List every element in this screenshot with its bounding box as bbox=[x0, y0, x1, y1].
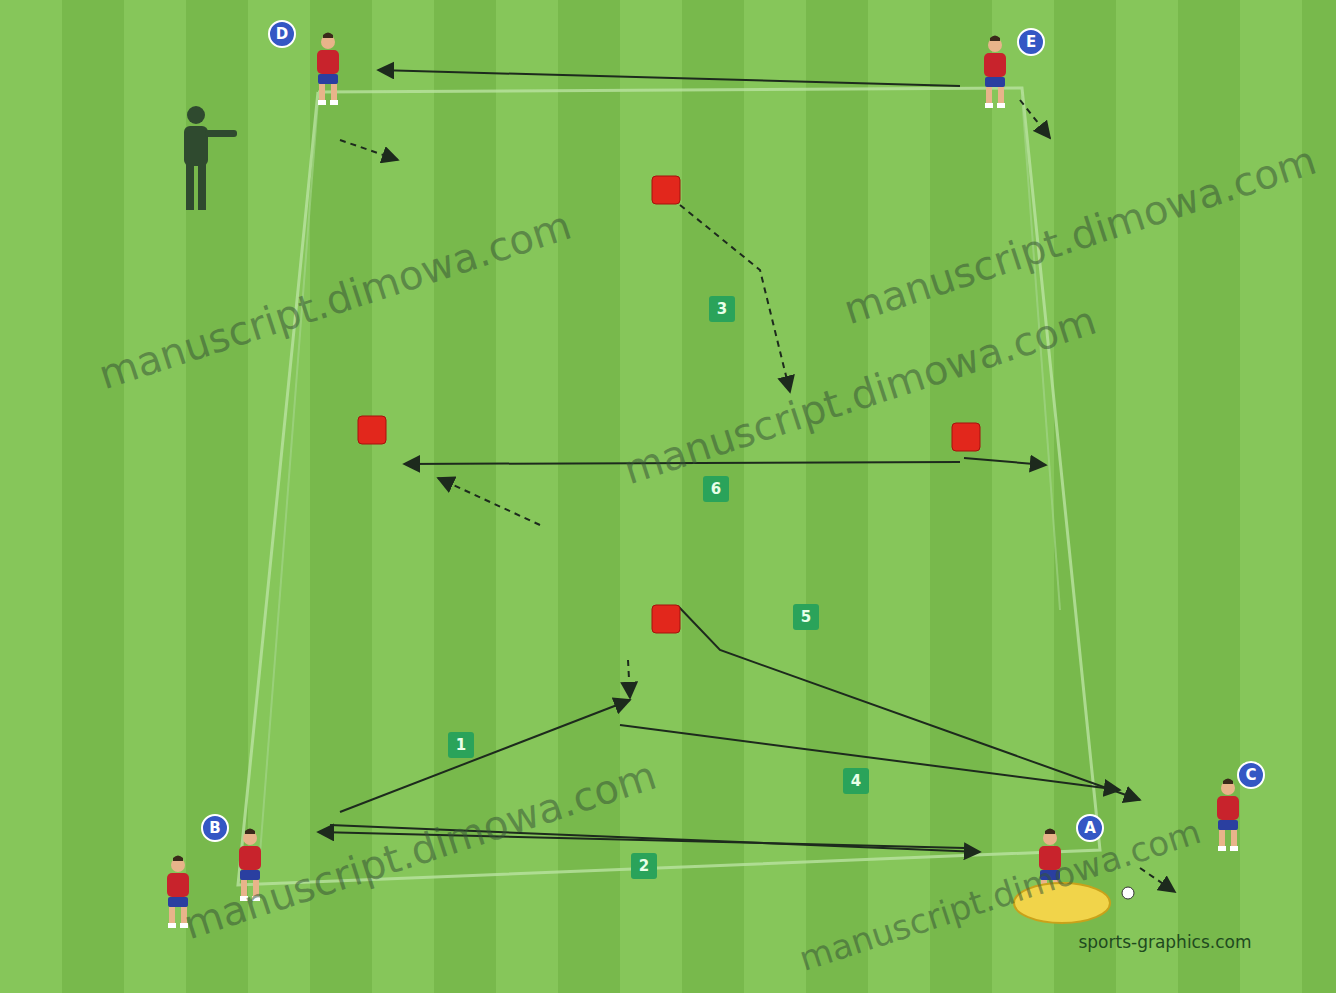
callout-number: 5 bbox=[793, 604, 819, 630]
callout-number: 1 bbox=[448, 732, 474, 758]
player-circle: D bbox=[268, 20, 296, 48]
watermark: manuscript.dimowa.com bbox=[93, 202, 577, 398]
player-letter: C bbox=[1245, 768, 1256, 783]
player-letter: B bbox=[209, 821, 220, 836]
callout-number: 3 bbox=[709, 296, 735, 322]
player-letter: A bbox=[1084, 821, 1096, 836]
player-circle: A bbox=[1076, 814, 1104, 842]
callout-number: 4 bbox=[843, 768, 869, 794]
player-circle: C bbox=[1237, 761, 1265, 789]
callout-number: 6 bbox=[703, 476, 729, 502]
player-letter: E bbox=[1026, 35, 1036, 50]
callout-number: 2 bbox=[631, 853, 657, 879]
player-circle: E bbox=[1017, 28, 1045, 56]
watermark: manuscript.dimowa.com bbox=[794, 811, 1205, 979]
player-letter: D bbox=[276, 27, 288, 42]
logo-text: sports-graphics.com bbox=[1078, 932, 1251, 952]
player-circle: B bbox=[201, 814, 229, 842]
